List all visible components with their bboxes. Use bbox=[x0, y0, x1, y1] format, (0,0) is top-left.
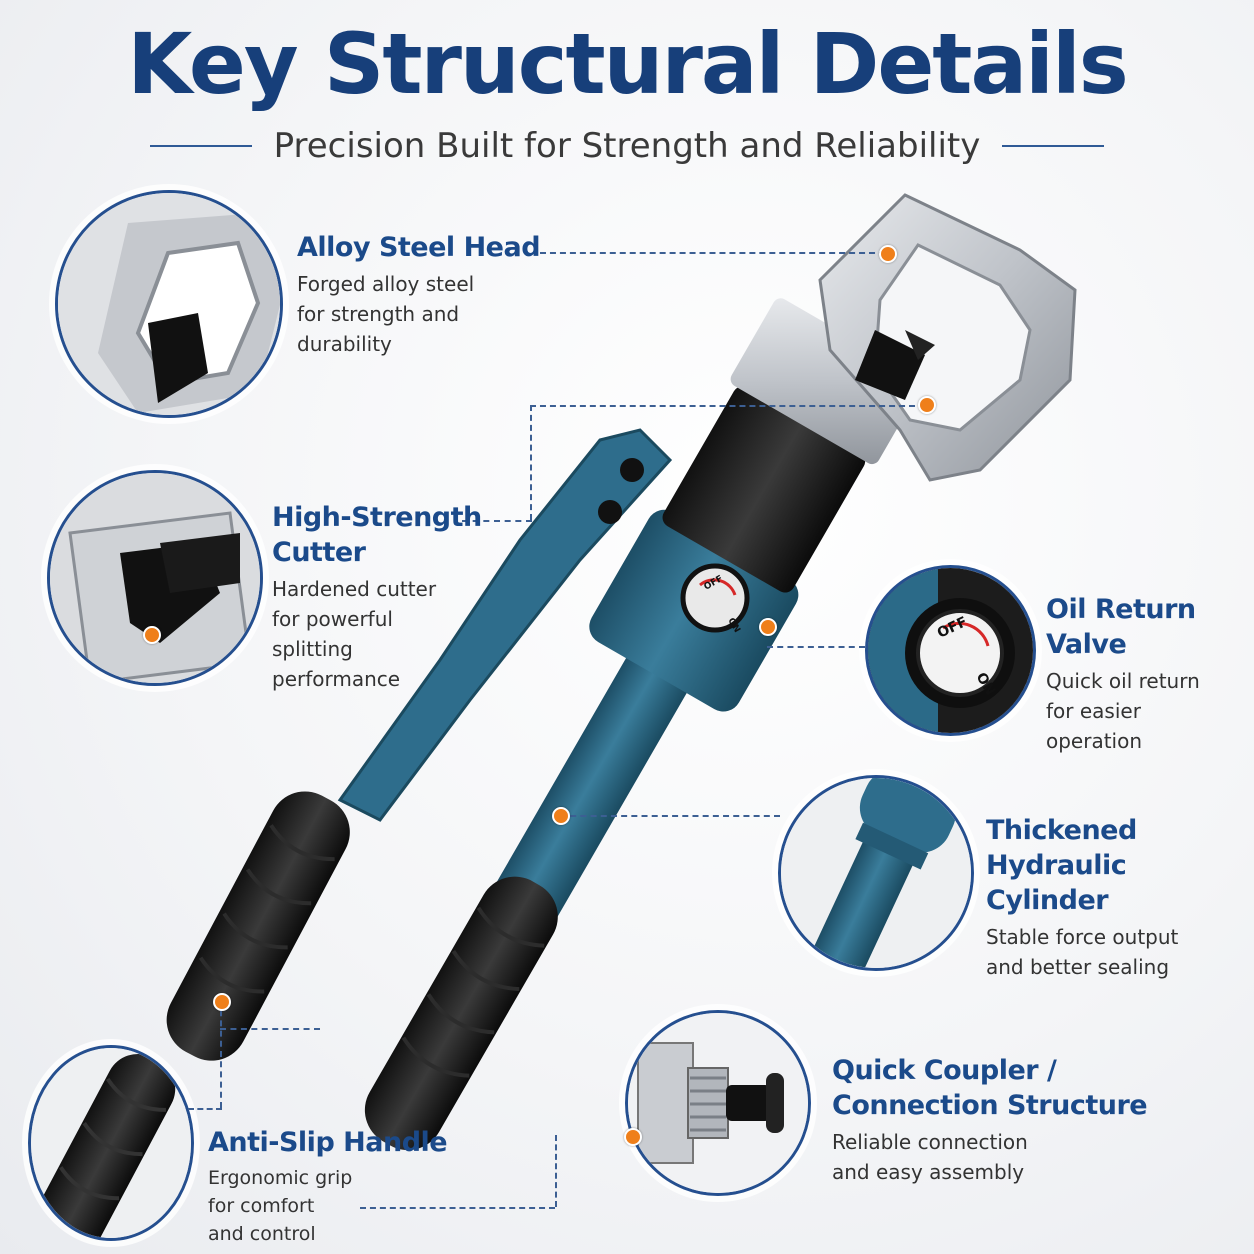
callout-title: Oil Return Valve bbox=[1046, 594, 1196, 660]
leader-cutter-v bbox=[530, 405, 532, 520]
marker-cylinder bbox=[552, 807, 570, 825]
callout-title: Alloy Steel Head bbox=[297, 232, 541, 263]
marker-handle bbox=[213, 993, 231, 1011]
leader-cutter-h2 bbox=[530, 405, 925, 407]
cylinder-icon bbox=[781, 778, 971, 968]
subtitle-rule-right bbox=[1002, 145, 1104, 147]
marker-cutter-main bbox=[918, 396, 936, 414]
grip-icon bbox=[31, 1048, 191, 1238]
leader-cutter-h1 bbox=[462, 520, 532, 522]
marker-valve bbox=[759, 618, 777, 636]
detail-circle-handle bbox=[28, 1045, 194, 1241]
detail-circle-oil-valve: OFF ON bbox=[865, 565, 1036, 736]
leader-coupler-v bbox=[555, 1135, 557, 1207]
leader-valve bbox=[767, 646, 865, 648]
cutter-blade-icon bbox=[50, 473, 260, 683]
leader-coupler-h bbox=[360, 1207, 555, 1209]
marker-coupler bbox=[624, 1128, 642, 1146]
leader-head bbox=[540, 252, 885, 254]
alloy-steel-head bbox=[818, 193, 1077, 482]
hexagon-head-icon bbox=[58, 193, 280, 415]
callout-title: Quick Coupler /Connection Structure bbox=[832, 1055, 1148, 1121]
page-title: Key Structural Details bbox=[127, 15, 1128, 113]
marker-cutter-zoom bbox=[143, 626, 161, 644]
subtitle-row: Precision Built for Strength and Reliabi… bbox=[150, 124, 1104, 168]
marker-head bbox=[879, 245, 897, 263]
pump-lever bbox=[337, 428, 673, 822]
leader-handle-v bbox=[220, 1000, 222, 1108]
callout-title: Anti-Slip Handle bbox=[208, 1127, 448, 1158]
detail-circle-cutter bbox=[47, 470, 263, 686]
detail-circle-cylinder bbox=[778, 775, 974, 971]
coupler-icon bbox=[628, 1013, 808, 1193]
detail-circle-coupler bbox=[625, 1010, 811, 1196]
detail-circle-alloy-steel-head bbox=[55, 190, 283, 418]
valve-knob-icon: OFF ON bbox=[868, 568, 1033, 733]
leader-handle-h2 bbox=[188, 1108, 222, 1110]
page-subtitle: Precision Built for Strength and Reliabi… bbox=[273, 126, 981, 166]
subtitle-rule-left bbox=[150, 145, 252, 147]
callout-quick-coupler: Quick Coupler /Connection Structure Reli… bbox=[832, 1053, 1148, 1187]
leader-handle-h1 bbox=[220, 1028, 320, 1030]
leader-cylinder bbox=[560, 815, 780, 817]
